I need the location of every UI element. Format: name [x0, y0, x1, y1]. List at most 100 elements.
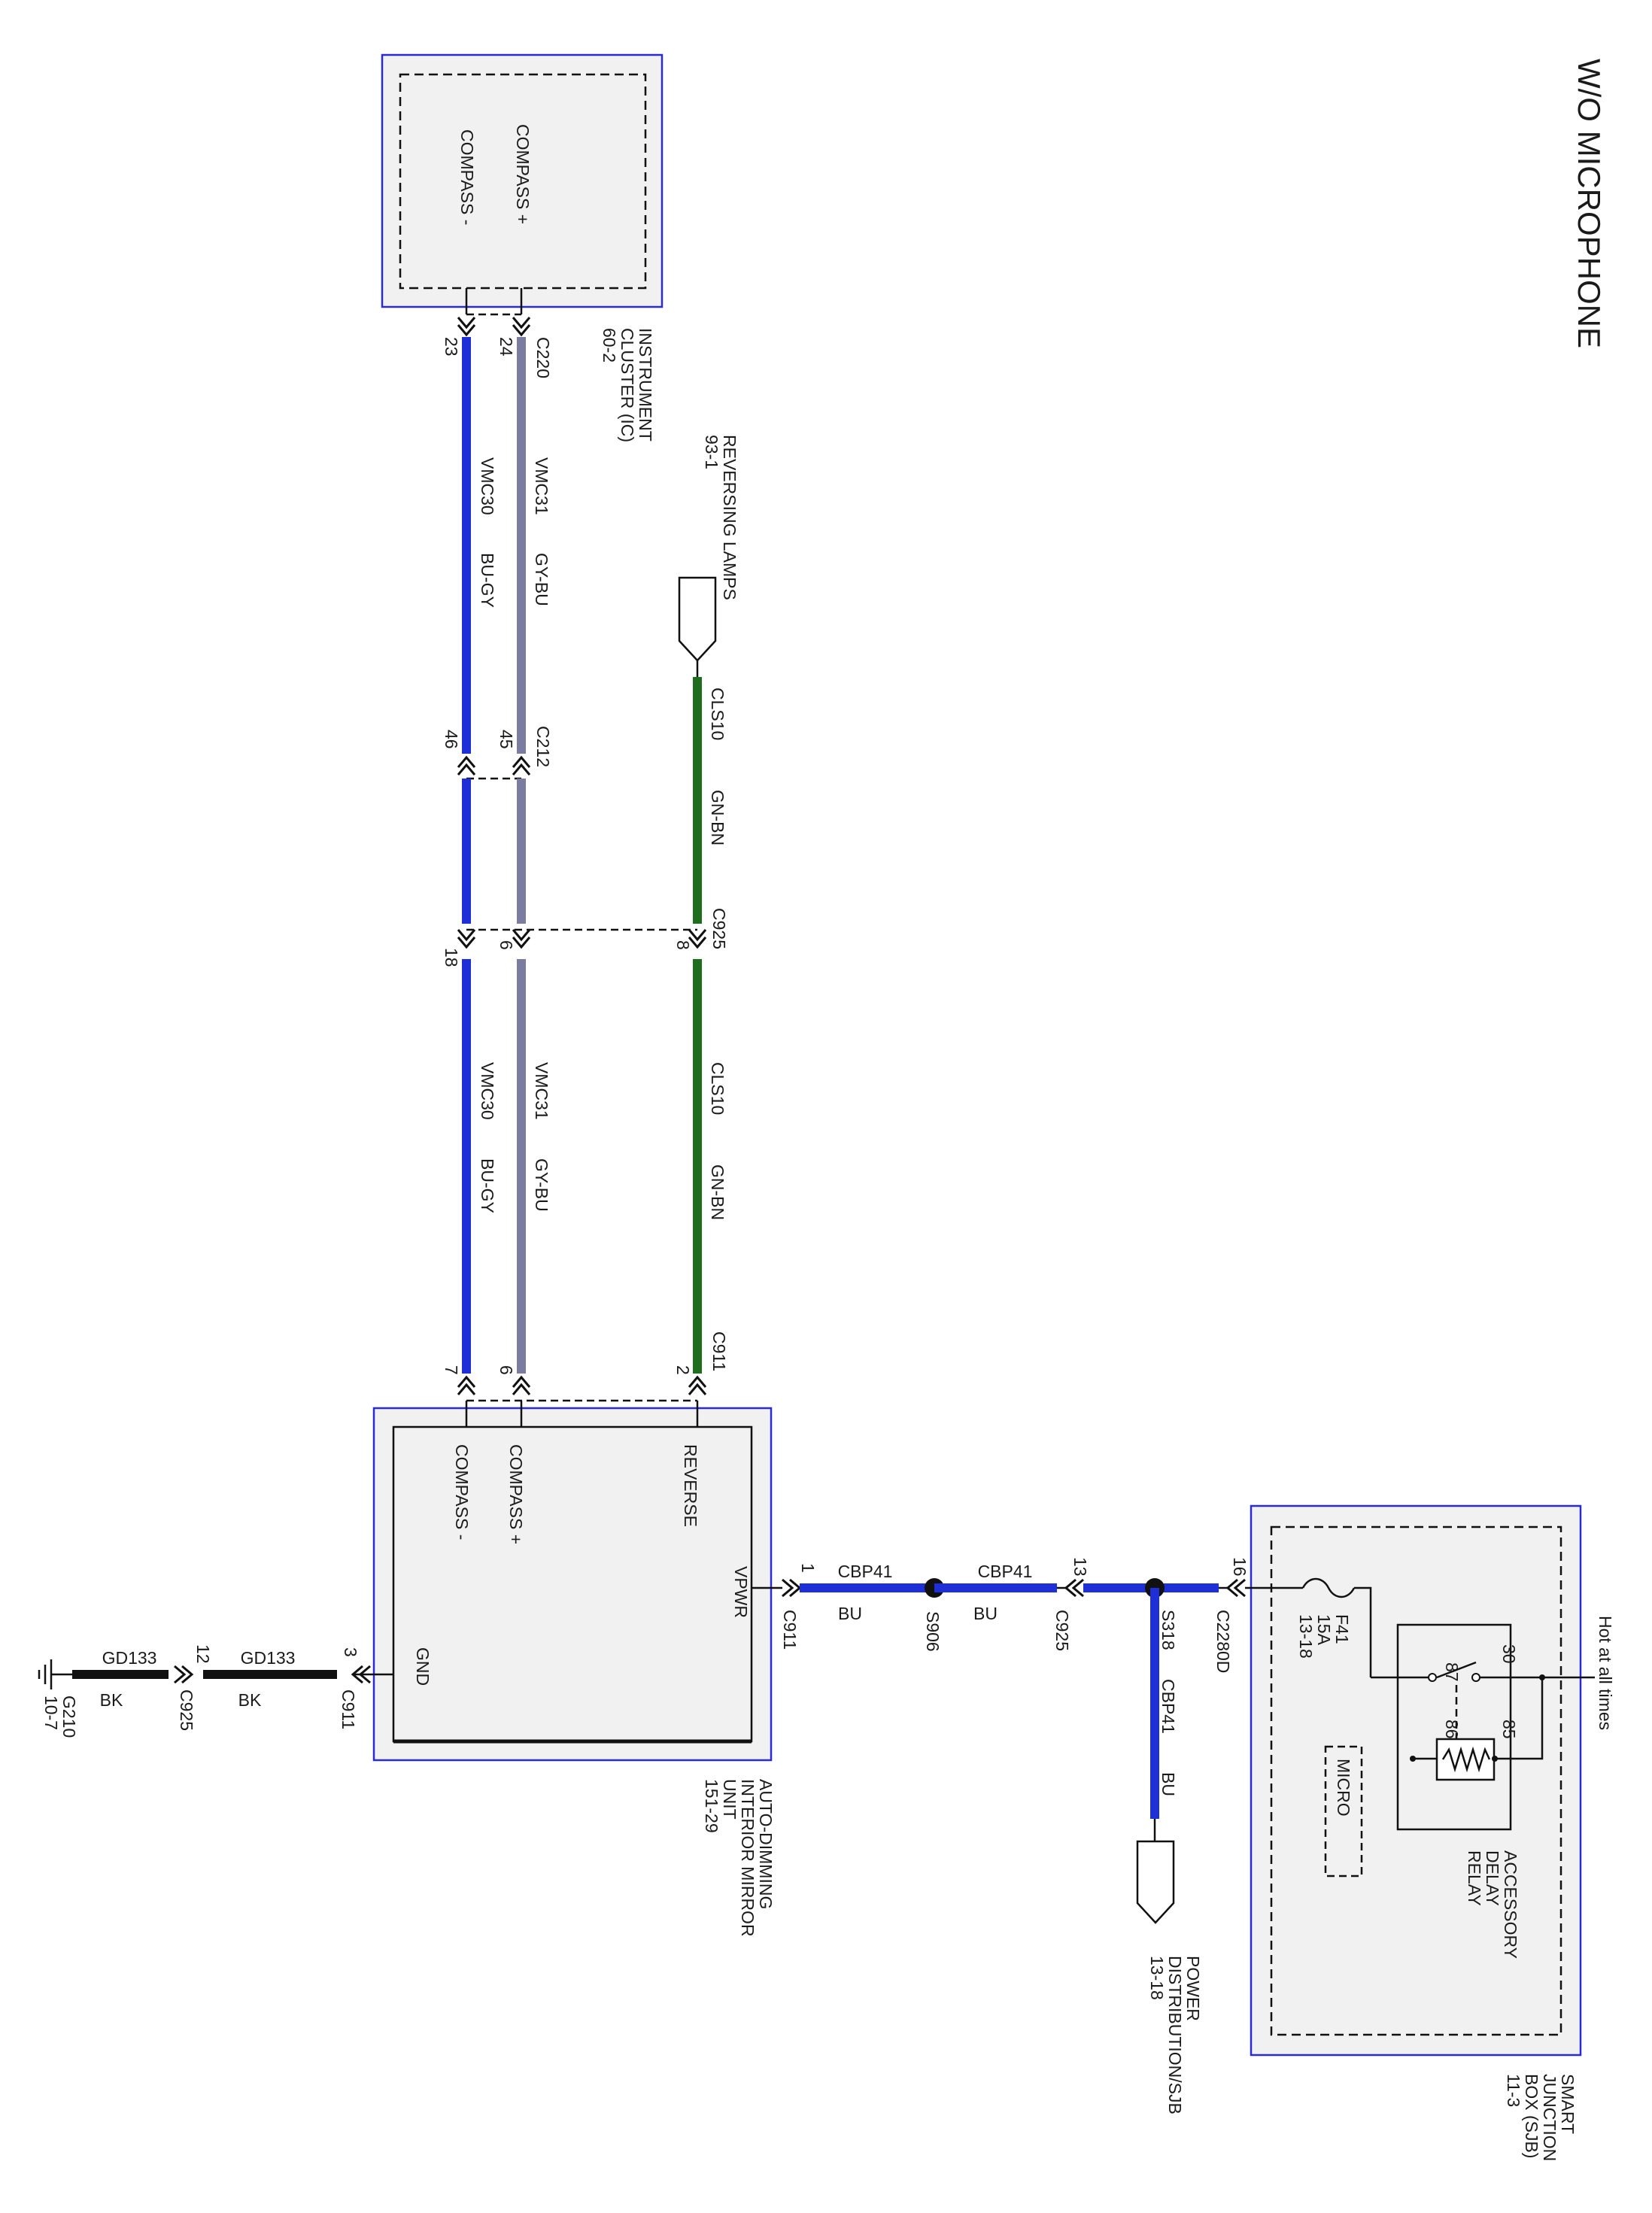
- c925-pin-18: 18: [442, 948, 461, 967]
- wire-cls10-lower-color: GN-BN: [708, 1164, 727, 1220]
- relay-name-line-1: ACCESSORY: [1501, 1850, 1520, 1959]
- c925-pin-13-symbol: [1064, 1578, 1084, 1598]
- c925-upper-label: C925: [709, 908, 729, 949]
- connector-c911-upper: C911 2 6 7: [442, 1331, 729, 1402]
- fuse-f41-symbol: [1301, 1577, 1356, 1598]
- mirror-pin-vpwr: VPWR: [731, 1566, 751, 1618]
- connector-c925-upper: C925 8 6 18: [442, 908, 729, 967]
- c212-pin-45: 45: [497, 730, 516, 749]
- mirror-pin-reverse: REVERSE: [681, 1444, 700, 1527]
- sjb-fuse-to-relay: [1354, 1586, 1372, 1677]
- fuse-f41-label-1: F41: [1332, 1614, 1352, 1644]
- c911-pin-6: 6: [497, 1365, 516, 1375]
- mirror-name-line-1: AUTO-DIMMING: [756, 1779, 776, 1909]
- c212-pin-45-symbol: [512, 755, 531, 776]
- sjb-micro-label: MICRO: [1334, 1759, 1353, 1817]
- relay-contact-87: [1428, 1673, 1437, 1682]
- relay-coil-wiring: [1413, 1677, 1544, 1760]
- wire-gd133-ground-circuit: GD133: [102, 1648, 157, 1668]
- sjb-name-line-4: 11-3: [1504, 2074, 1523, 2107]
- relay-pin-85: 85: [1499, 1720, 1519, 1739]
- relay-switch-contact: [1371, 1661, 1542, 1679]
- wire-vmc31-upper-circuit: VMC31: [532, 457, 551, 515]
- wire-cbp41-mirror-color: BU: [838, 1604, 862, 1623]
- c220-pin-24: 24: [497, 337, 516, 357]
- c2280d-label: C2280D: [1213, 1610, 1233, 1673]
- instrument-cluster: COMPASS + COMPASS - INSTRUMENT CLUSTER (…: [381, 53, 664, 442]
- sjb-supply-label: Hot at all times: [1596, 1616, 1615, 1730]
- c911-pin-7: 7: [442, 1365, 461, 1375]
- c911-pin-3: 3: [341, 1647, 360, 1657]
- wire-cls10-upper-color: GN-BN: [708, 790, 727, 845]
- c911-upper-label: C911: [709, 1331, 729, 1371]
- c911-gnd-label: C911: [339, 1689, 358, 1729]
- relay-pin-86: 86: [1442, 1720, 1462, 1739]
- ground-name-line-1: G210: [59, 1695, 79, 1738]
- c911-pin-2: 2: [673, 1365, 693, 1375]
- wire-cbp41-s906-circuit: CBP41: [978, 1562, 1033, 1581]
- c911-pin-1: 1: [798, 1563, 818, 1573]
- c911-pin-3-symbol: [351, 1665, 371, 1684]
- smart-junction-box: Hot at all times F41 15A 13-18 30 87 86 …: [1245, 1504, 1615, 2161]
- wire-vmc31-upper-color: GY-BU: [532, 553, 551, 606]
- wire-cbp41-power-dist-circuit: CBP41: [1159, 1679, 1178, 1734]
- wire-gd133-mirror-color: BK: [238, 1690, 262, 1710]
- sjb-name-line-1: SMART: [1558, 2074, 1578, 2134]
- c911-pin-1-symbol: [782, 1578, 802, 1598]
- c2280d-pin-16: 16: [1230, 1557, 1250, 1577]
- wire-cls10-lower-circuit: CLS10: [708, 1062, 727, 1115]
- c911-pin-2-symbol: [688, 1375, 707, 1395]
- accessory-delay-relay: [1396, 1623, 1512, 1831]
- relay-coil: [1435, 1738, 1496, 1781]
- splice-s318-label: S318: [1159, 1610, 1178, 1650]
- wire-gd133-ground-color: BK: [100, 1690, 123, 1710]
- relay-name-line-2: DELAY: [1483, 1850, 1502, 1906]
- sjb-name-line-2: JUNCTION: [1540, 2074, 1559, 2161]
- c911-vpwr-label: C911: [780, 1610, 800, 1650]
- ground-name-line-2: 10-7: [41, 1695, 61, 1730]
- c911-pin-6-symbol: [512, 1375, 531, 1395]
- reversing-lamps-name-2: 93-1: [702, 435, 721, 469]
- mirror-name-line-2: INTERIOR MIRROR: [738, 1779, 758, 1937]
- instrument-cluster-inner: [399, 73, 647, 290]
- c925-pin-13: 13: [1070, 1557, 1090, 1577]
- c212-label: C212: [533, 726, 553, 767]
- wire-vmc30-upper-circuit: VMC30: [478, 457, 497, 515]
- wire-cbp41-s906-color: BU: [973, 1604, 998, 1623]
- c925-pin-12-symbol: [174, 1665, 194, 1684]
- mirror-name-line-4: 151-29: [702, 1779, 721, 1833]
- fuse-f41-label-3: 13-18: [1296, 1614, 1316, 1659]
- c925-pin-6-symbol: [512, 929, 531, 949]
- diagram-title: W/O MICROPHONE: [1572, 59, 1607, 348]
- c220-pin-23-symbol: [457, 317, 476, 337]
- power-distribution-name-2: DISTRIBUTION/SJB: [1165, 1956, 1185, 2114]
- c925-gnd-label: C925: [177, 1689, 196, 1731]
- wire-vmc31-lower-color: GY-BU: [532, 1158, 551, 1212]
- power-distribution-name-1: POWER: [1183, 1956, 1203, 2021]
- ground-g210: G210 10-7: [38, 1659, 79, 1738]
- c911-pin-7-symbol: [457, 1375, 476, 1395]
- splice-s906-label: S906: [923, 1611, 943, 1652]
- power-distribution-symbol: [1136, 1840, 1175, 1924]
- sjb-name-line-3: BOX (SJB): [1522, 2074, 1541, 2158]
- c220-pin-24-symbol: [512, 317, 531, 337]
- ic-name-line-3: 60-2: [600, 328, 619, 363]
- c925-pin-8-symbol: [688, 929, 707, 949]
- wire-gd133-mirror-circuit: GD133: [241, 1648, 296, 1668]
- relay-pin-30: 30: [1499, 1644, 1519, 1664]
- c925-pin-18-symbol: [457, 929, 476, 949]
- c2280d-pin-16-symbol: [1225, 1578, 1246, 1598]
- c925-pin-12: 12: [193, 1644, 213, 1664]
- wire-vmc31-lower-circuit: VMC31: [532, 1062, 551, 1120]
- connector-c220: C220 24 23: [442, 313, 553, 378]
- mirror-pin-compass-minus: COMPASS -: [452, 1444, 472, 1540]
- c220-label: C220: [533, 337, 553, 378]
- relay-name-line-3: RELAY: [1465, 1850, 1484, 1906]
- ic-name-line-1: INSTRUMENT: [636, 328, 655, 442]
- connector-c212: C212 45 46: [442, 726, 553, 780]
- wire-vmc30-upper-color: BU-GY: [478, 553, 497, 608]
- fuse-f41-label-2: 15A: [1314, 1614, 1334, 1646]
- power-distribution-name-3: 13-18: [1147, 1956, 1167, 2000]
- wire-cbp41-mirror-circuit: CBP41: [838, 1562, 893, 1581]
